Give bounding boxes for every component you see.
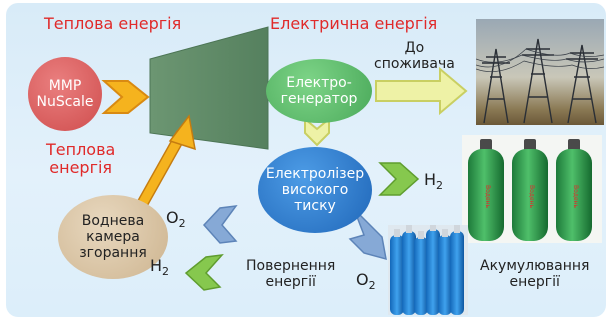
to-consumer-label: До споживача [374, 40, 455, 72]
green-cylinders-icon [468, 139, 592, 241]
generator-label: Електро- генератор [280, 74, 358, 107]
arrow-to-consumer [375, 66, 468, 116]
chevron-arrow-h2-to-chamber [184, 254, 224, 291]
turbine-shape [149, 26, 269, 150]
chevron-arrow-smr-to-turbine [101, 80, 150, 114]
cylinder-label-2: Водень [528, 185, 535, 209]
chevron-arrow-o2-to-chamber [202, 205, 238, 244]
electrolyzer-node: Електролізер високого тиску [258, 147, 372, 233]
power-lines-photo [476, 19, 604, 125]
smr-nuscale-node: ММР NuScale [28, 57, 102, 131]
power-pylon-icon [476, 38, 604, 124]
chevron-arrow-generator-to-electrolyzer [304, 116, 330, 147]
energy-storage-label: Акумулювання енергії [480, 258, 590, 290]
diagram-canvas: ММР NuScale Електро- генератор Електролі… [6, 3, 606, 317]
oxygen-cylinders-photo [388, 225, 468, 315]
smr-nuscale-label: ММР NuScale [36, 77, 94, 110]
hydrogen-cylinders-photo: Водень Водень Водень [462, 135, 602, 243]
cylinder-label-1: Водень [484, 185, 491, 209]
hydrogen-chamber-node: Воднева камера згорання [58, 195, 168, 279]
blue-cylinders-icon [390, 225, 464, 315]
cylinder-label-3: Водень [572, 185, 579, 209]
hydrogen-chamber-label: Воднева камера згорання [79, 212, 147, 262]
heat-energy-left-label: Теплова енергія [46, 140, 116, 177]
energy-return-label: Повернення енергії [246, 258, 336, 290]
chevron-arrow-to-h2 [378, 162, 420, 196]
o2-left-label: O2 [166, 208, 186, 231]
h2-right-label: H2 [424, 170, 444, 193]
chevron-arrow-to-o2 [348, 208, 387, 261]
h2-left-label: H2 [150, 256, 170, 279]
o2-bottom-label: O2 [356, 270, 376, 293]
heat-energy-top-label: Теплова енергія [44, 14, 182, 33]
electric-generator-node: Електро- генератор [266, 59, 372, 123]
electric-energy-label: Електрична енергія [270, 14, 438, 33]
electrolyzer-label: Електролізер високого тиску [265, 165, 365, 215]
